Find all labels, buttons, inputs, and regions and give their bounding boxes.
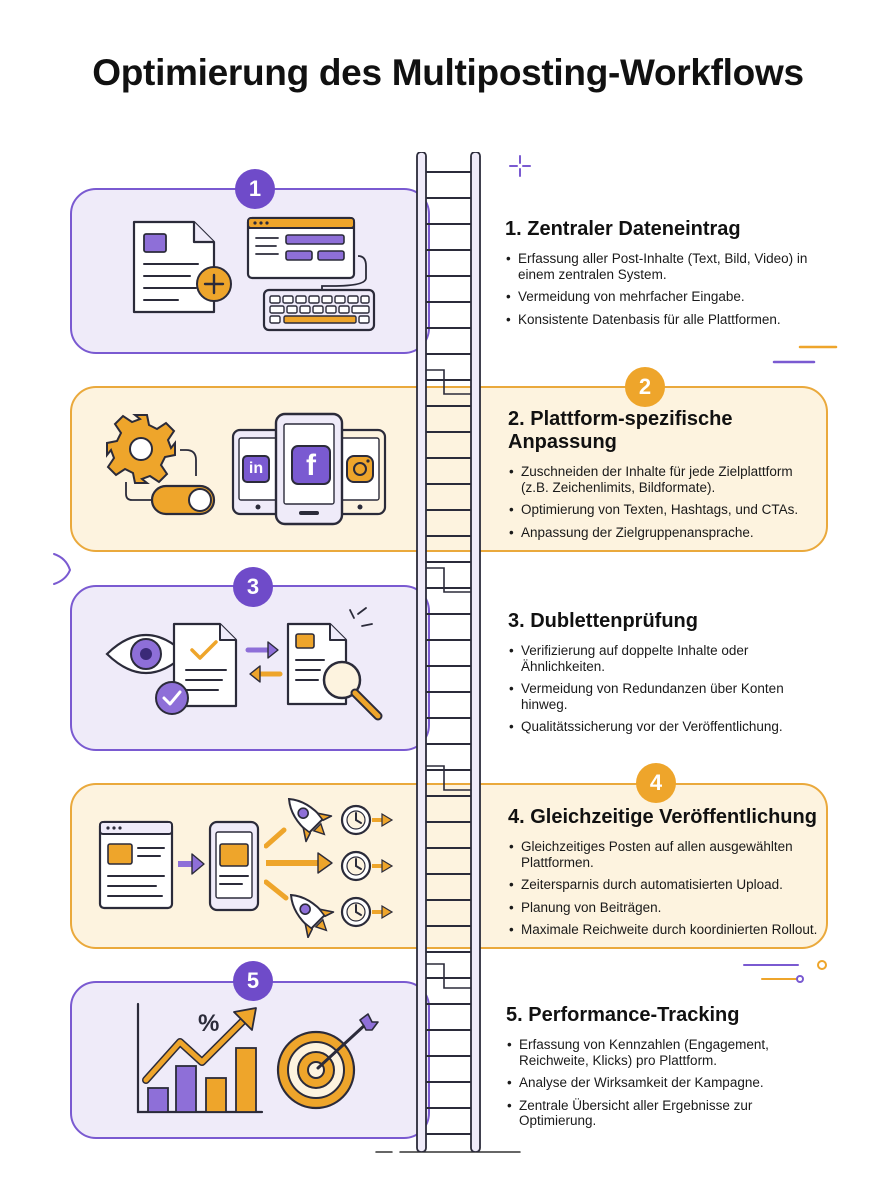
bar-chart-icon xyxy=(136,1002,264,1114)
ladder-graphic xyxy=(416,152,481,1152)
percent-label: % xyxy=(198,1010,220,1037)
clock-icon xyxy=(340,804,394,928)
bullet: Vermeidung von Redundanzen über Konten h… xyxy=(508,681,808,712)
step-2-heading: 2. Plattform-spezifische Anpassung xyxy=(508,408,733,453)
bullet: Maximale Reichweite durch koordinierten … xyxy=(508,922,826,938)
line-decoration xyxy=(772,345,838,364)
checked-document-icon xyxy=(155,622,238,715)
bracket-decoration xyxy=(53,553,72,585)
sparkle-decoration xyxy=(509,155,531,177)
bullet: Anpassung der Zielgruppenansprache. xyxy=(508,525,818,541)
base-line-decoration xyxy=(375,1151,521,1153)
step-1-text: 1. Zentraler Dateneintrag Erfassung alle… xyxy=(505,218,815,334)
step-4-text: 4. Gleichzeitige Veröffentlichung Gleich… xyxy=(508,806,826,945)
phone-icon xyxy=(208,820,260,912)
step-5-badge: 5 xyxy=(233,961,273,1001)
browser-window-icon xyxy=(98,820,174,910)
page-title: Optimierung des Multiposting-Workflows xyxy=(92,52,804,93)
step-5-bullets: Erfassung von Kennzahlen (Engagement, Re… xyxy=(506,1037,806,1129)
bullet: Vermeidung von mehrfacher Eingabe. xyxy=(505,289,815,305)
facebook-icon: f xyxy=(291,445,331,485)
step-1-badge: 1 xyxy=(235,169,275,209)
facebook-label: f xyxy=(306,449,316,482)
arrow-right-icon xyxy=(178,853,205,875)
step-5-heading: 5. Performance-Tracking xyxy=(506,1004,740,1026)
bullet: Verifizierung auf doppelte Inhalte oder … xyxy=(508,643,808,674)
bullet: Zuschneiden der Inhalte für jede Zielpla… xyxy=(508,464,818,495)
swap-arrows-icon xyxy=(245,641,283,683)
step-5-text: 5. Performance-Tracking Erfassung von Ke… xyxy=(506,1004,806,1136)
rocket-icon xyxy=(264,879,335,938)
bullet: Gleichzeitiges Posten auf allen ausgewäh… xyxy=(508,839,826,870)
linkedin-label: in xyxy=(248,460,264,477)
bullet: Erfassung aller Post-Inhalte (Text, Bild… xyxy=(505,251,815,282)
step-3-badge: 3 xyxy=(233,567,273,607)
bullet: Zentrale Übersicht aller Ergebnisse zur … xyxy=(506,1098,806,1129)
step-2-badge: 2 xyxy=(625,367,665,407)
step-4-heading: 4. Gleichzeitige Veröffentlichung xyxy=(508,806,817,828)
target-icon xyxy=(276,1013,379,1110)
bullet: Planung von Beiträgen. xyxy=(508,900,826,916)
step-3-heading: 3. Dublettenprüfung xyxy=(508,610,698,632)
browser-window-icon xyxy=(246,216,356,280)
rocket-icon xyxy=(264,797,333,849)
linkedin-icon: in xyxy=(242,455,270,483)
step-2-text: 2. Plattform-spezifische Anpassung Zusch… xyxy=(508,408,818,547)
bullet: Optimierung von Texten, Hashtags, und CT… xyxy=(508,502,818,518)
step-2-bullets: Zuschneiden der Inhalte für jede Zielpla… xyxy=(508,464,818,540)
keyboard-icon xyxy=(262,255,376,332)
step-3-bullets: Verifizierung auf doppelte Inhalte oder … xyxy=(508,643,808,735)
step-4-badge: 4 xyxy=(636,763,676,803)
bullet: Qualitätssicherung vor der Veröffentlich… xyxy=(508,719,808,735)
gear-icon xyxy=(106,414,176,484)
step-4-bullets: Gleichzeitiges Posten auf allen ausgewäh… xyxy=(508,839,826,938)
bullet: Konsistente Datenbasis für alle Plattfor… xyxy=(505,312,815,328)
arrow-right-icon xyxy=(266,852,333,874)
document-add-icon xyxy=(132,220,232,314)
step-1-bullets: Erfassung aller Post-Inhalte (Text, Bild… xyxy=(505,251,815,327)
bullet: Erfassung von Kennzahlen (Engagement, Re… xyxy=(506,1037,806,1068)
step-3-text: 3. Dublettenprüfung Verifizierung auf do… xyxy=(508,610,808,742)
bullet: Analyse der Wirksamkeit der Kampagne. xyxy=(506,1075,806,1091)
toggle-icon xyxy=(125,449,216,516)
step-1-heading: 1. Zentraler Dateneintrag xyxy=(505,218,741,240)
magnifier-icon xyxy=(286,607,383,721)
bullet: Zeitersparnis durch automatisierten Uplo… xyxy=(508,877,826,893)
dot-line-decoration xyxy=(743,960,827,983)
